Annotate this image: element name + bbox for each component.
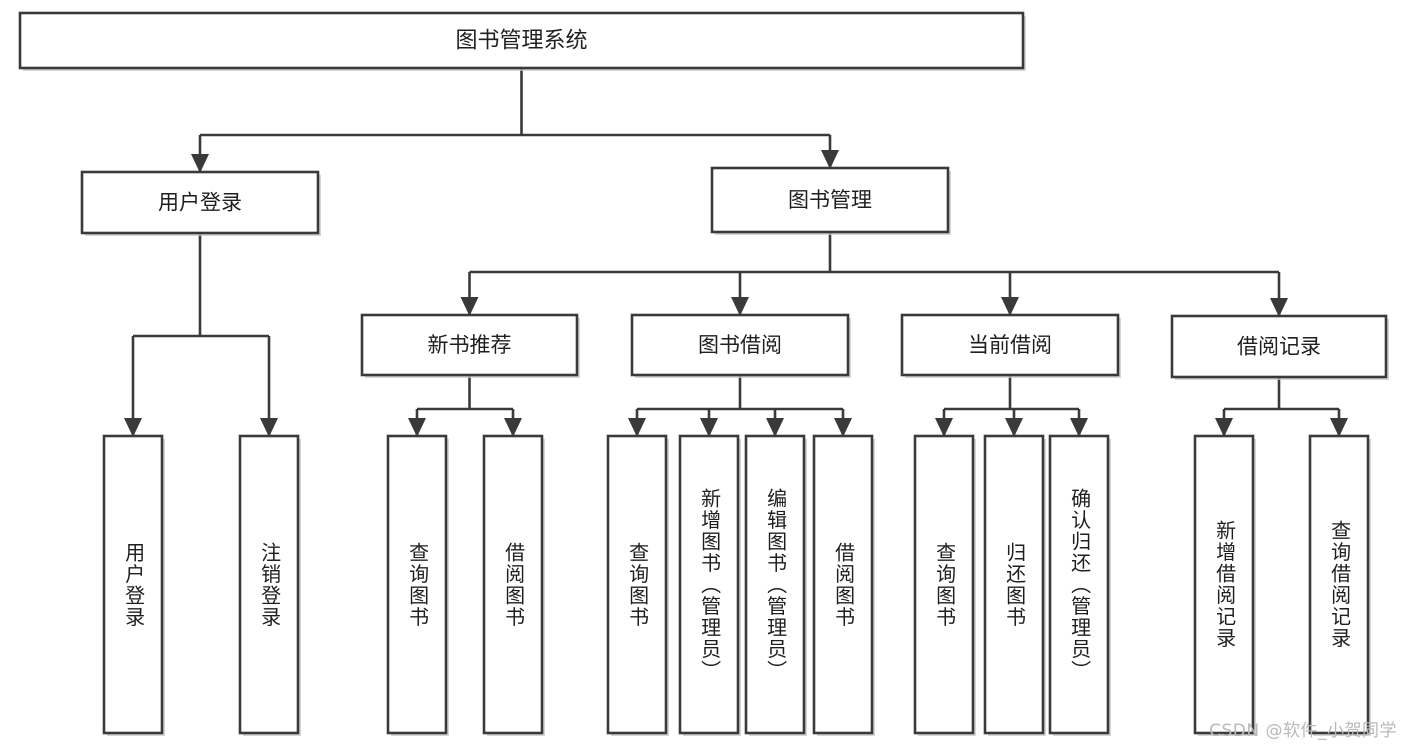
arrow-head-icon [1270, 298, 1288, 317]
watermark-text: CSDN @软件_小贺同学 [1209, 721, 1397, 741]
node-box-layer [18, 11, 1389, 736]
arrow-head-icon [504, 418, 522, 437]
node-label: 图书管理系统 [455, 29, 587, 54]
node-label: 当前借阅 [968, 333, 1052, 357]
arrow-head-icon [1005, 418, 1023, 437]
node-leaf-leaf-edit-book[interactable] [744, 434, 806, 735]
arrow-head-icon [821, 150, 839, 169]
node-leaf-leaf-return-book[interactable] [983, 434, 1045, 735]
arrow-head-icon [1215, 418, 1233, 437]
node-root-root[interactable] [18, 11, 1025, 70]
arrow-head-icon [1070, 418, 1088, 437]
node-leaf-leaf-add-book[interactable] [678, 434, 740, 735]
node-leaf-leaf-confirm-return[interactable] [1048, 434, 1110, 735]
arrow-head-icon [260, 418, 278, 437]
node-level3-borrow-record[interactable] [1170, 314, 1388, 379]
node-leaf-leaf-query-book-3[interactable] [913, 434, 975, 735]
arrow-head-icon [408, 418, 426, 437]
node-leaf-leaf-borrow-book-2[interactable] [812, 434, 874, 735]
node-leaf-leaf-add-record[interactable] [1193, 434, 1255, 735]
node-leaf-leaf-borrow-book-1[interactable] [482, 434, 544, 735]
arrow-head-icon [731, 297, 749, 316]
arrow-head-icon [1330, 418, 1348, 437]
node-leaf-leaf-query-book-1[interactable] [386, 434, 448, 735]
arrow-head-icon [766, 418, 784, 437]
node-level3-book-borrow[interactable] [630, 313, 850, 377]
node-level2-book-manage[interactable] [710, 166, 950, 234]
arrow-head-icon [124, 418, 142, 437]
arrow-head-icon [935, 418, 953, 437]
node-level2-user-login[interactable] [80, 170, 320, 235]
node-label: 借阅记录 [1237, 335, 1321, 359]
connector-layer [124, 68, 1348, 437]
arrow-head-icon [834, 418, 852, 437]
arrow-head-icon [460, 297, 479, 316]
node-label: 用户登录 [158, 191, 242, 215]
node-level3-current-borrow[interactable] [900, 313, 1120, 377]
node-leaf-leaf-logout[interactable] [238, 434, 300, 735]
node-leaf-leaf-query-book-2[interactable] [606, 434, 668, 735]
node-label: 新书推荐 [428, 333, 512, 357]
node-leaf-leaf-query-record[interactable] [1308, 434, 1370, 735]
arrow-head-icon [700, 418, 718, 437]
node-label: 图书管理 [788, 188, 872, 212]
node-label: 图书借阅 [698, 333, 782, 357]
arrow-head-icon [628, 418, 646, 437]
node-leaf-leaf-user-login[interactable] [102, 434, 164, 735]
node-level3-new-book-rec[interactable] [360, 313, 579, 377]
arrow-head-icon [191, 154, 209, 173]
arrow-head-icon [1001, 297, 1019, 316]
